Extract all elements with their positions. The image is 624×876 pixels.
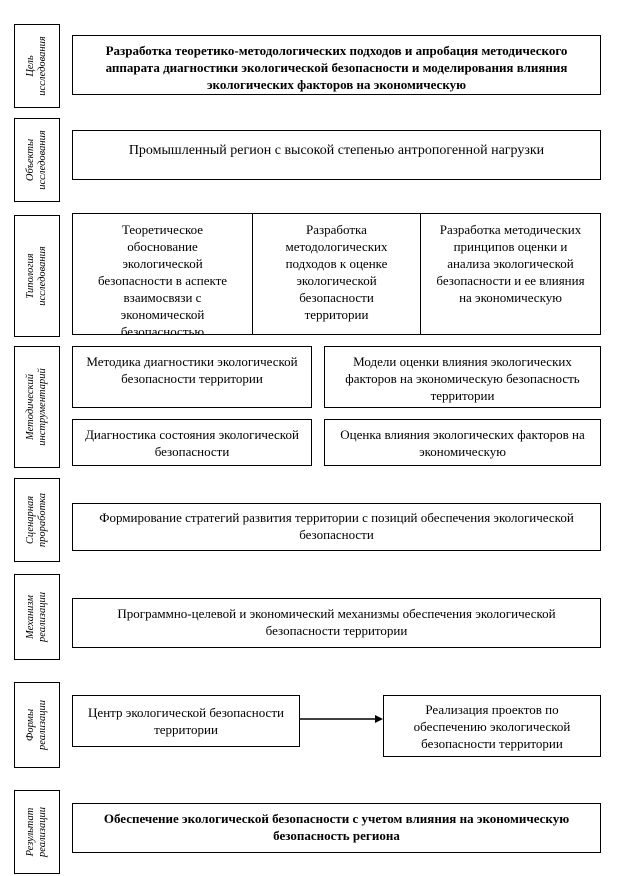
scenario-text: Формирование стратегий развития территор…	[99, 510, 574, 542]
row-label-mechanism: Механизм реализации	[14, 574, 60, 660]
methods-box-4-text: Оценка влияния экологических факторов на…	[340, 427, 585, 459]
scenario-box: Формирование стратегий развития территор…	[72, 503, 601, 551]
methods-box-2: Модели оценки влияния экологических факт…	[324, 346, 601, 408]
row-label-forms: Формы реализации	[14, 682, 60, 768]
row-label-methods: Методический инструментарий	[14, 346, 60, 468]
typology-cell-1-text: Теоретическое обоснование экологической …	[97, 222, 228, 334]
typology-cell-3: Разработка методических принципов оценки…	[421, 214, 600, 334]
typology-table: Теоретическое обоснование экологической …	[72, 213, 601, 335]
typology-cell-2: Разработка методологических подходов к о…	[253, 214, 421, 334]
forms-right-box: Реализация проектов по обеспечению эколо…	[383, 695, 601, 757]
methods-box-2-text: Модели оценки влияния экологических факт…	[345, 354, 580, 403]
methods-box-1-text: Методика диагностики экологической безоп…	[86, 354, 298, 386]
typology-cell-1: Теоретическое обоснование экологической …	[73, 214, 253, 334]
goal-text: Разработка теоретико-методологических по…	[105, 43, 568, 92]
object-box: Промышленный регион с высокой степенью а…	[72, 130, 601, 180]
forms-right-text: Реализация проектов по обеспечению эколо…	[413, 702, 571, 751]
row-label-result: Результат реализации	[14, 790, 60, 874]
result-box: Обеспечение экологической безопасности с…	[72, 803, 601, 853]
forms-left-box: Центр экологической безопасности террито…	[72, 695, 300, 747]
object-text: Промышленный регион с высокой степенью а…	[128, 143, 545, 158]
methods-box-1: Методика диагностики экологической безоп…	[72, 346, 312, 408]
row-label-typology: Типология исследования	[14, 215, 60, 337]
methods-box-3: Диагностика состояния экологической безо…	[72, 419, 312, 466]
mechanism-box: Программно-целевой и экономический механ…	[72, 598, 601, 648]
typology-cell-2-text: Разработка методологических подходов к о…	[285, 222, 388, 322]
row-label-result-line1: Результат	[25, 807, 36, 857]
row-label-object: Объекты исследования	[14, 118, 60, 202]
row-label-result-line2: реализации	[37, 807, 48, 857]
goal-box: Разработка теоретико-методологических по…	[72, 35, 601, 95]
row-label-goal: Цель исследования	[14, 24, 60, 108]
forms-left-text: Центр экологической безопасности террито…	[88, 705, 284, 737]
methods-box-4: Оценка влияния экологических факторов на…	[324, 419, 601, 466]
result-text: Обеспечение экологической безопасности с…	[103, 811, 570, 843]
row-label-scenario: Сценарная проработка	[14, 478, 60, 562]
methods-box-3-text: Диагностика состояния экологической безо…	[85, 427, 299, 459]
row-label-result-text: Результат реализации	[25, 807, 49, 857]
mechanism-text: Программно-целевой и экономический механ…	[117, 606, 556, 638]
typology-cell-3-text: Разработка методических принципов оценки…	[436, 222, 585, 305]
forms-arrow-head	[375, 715, 383, 723]
